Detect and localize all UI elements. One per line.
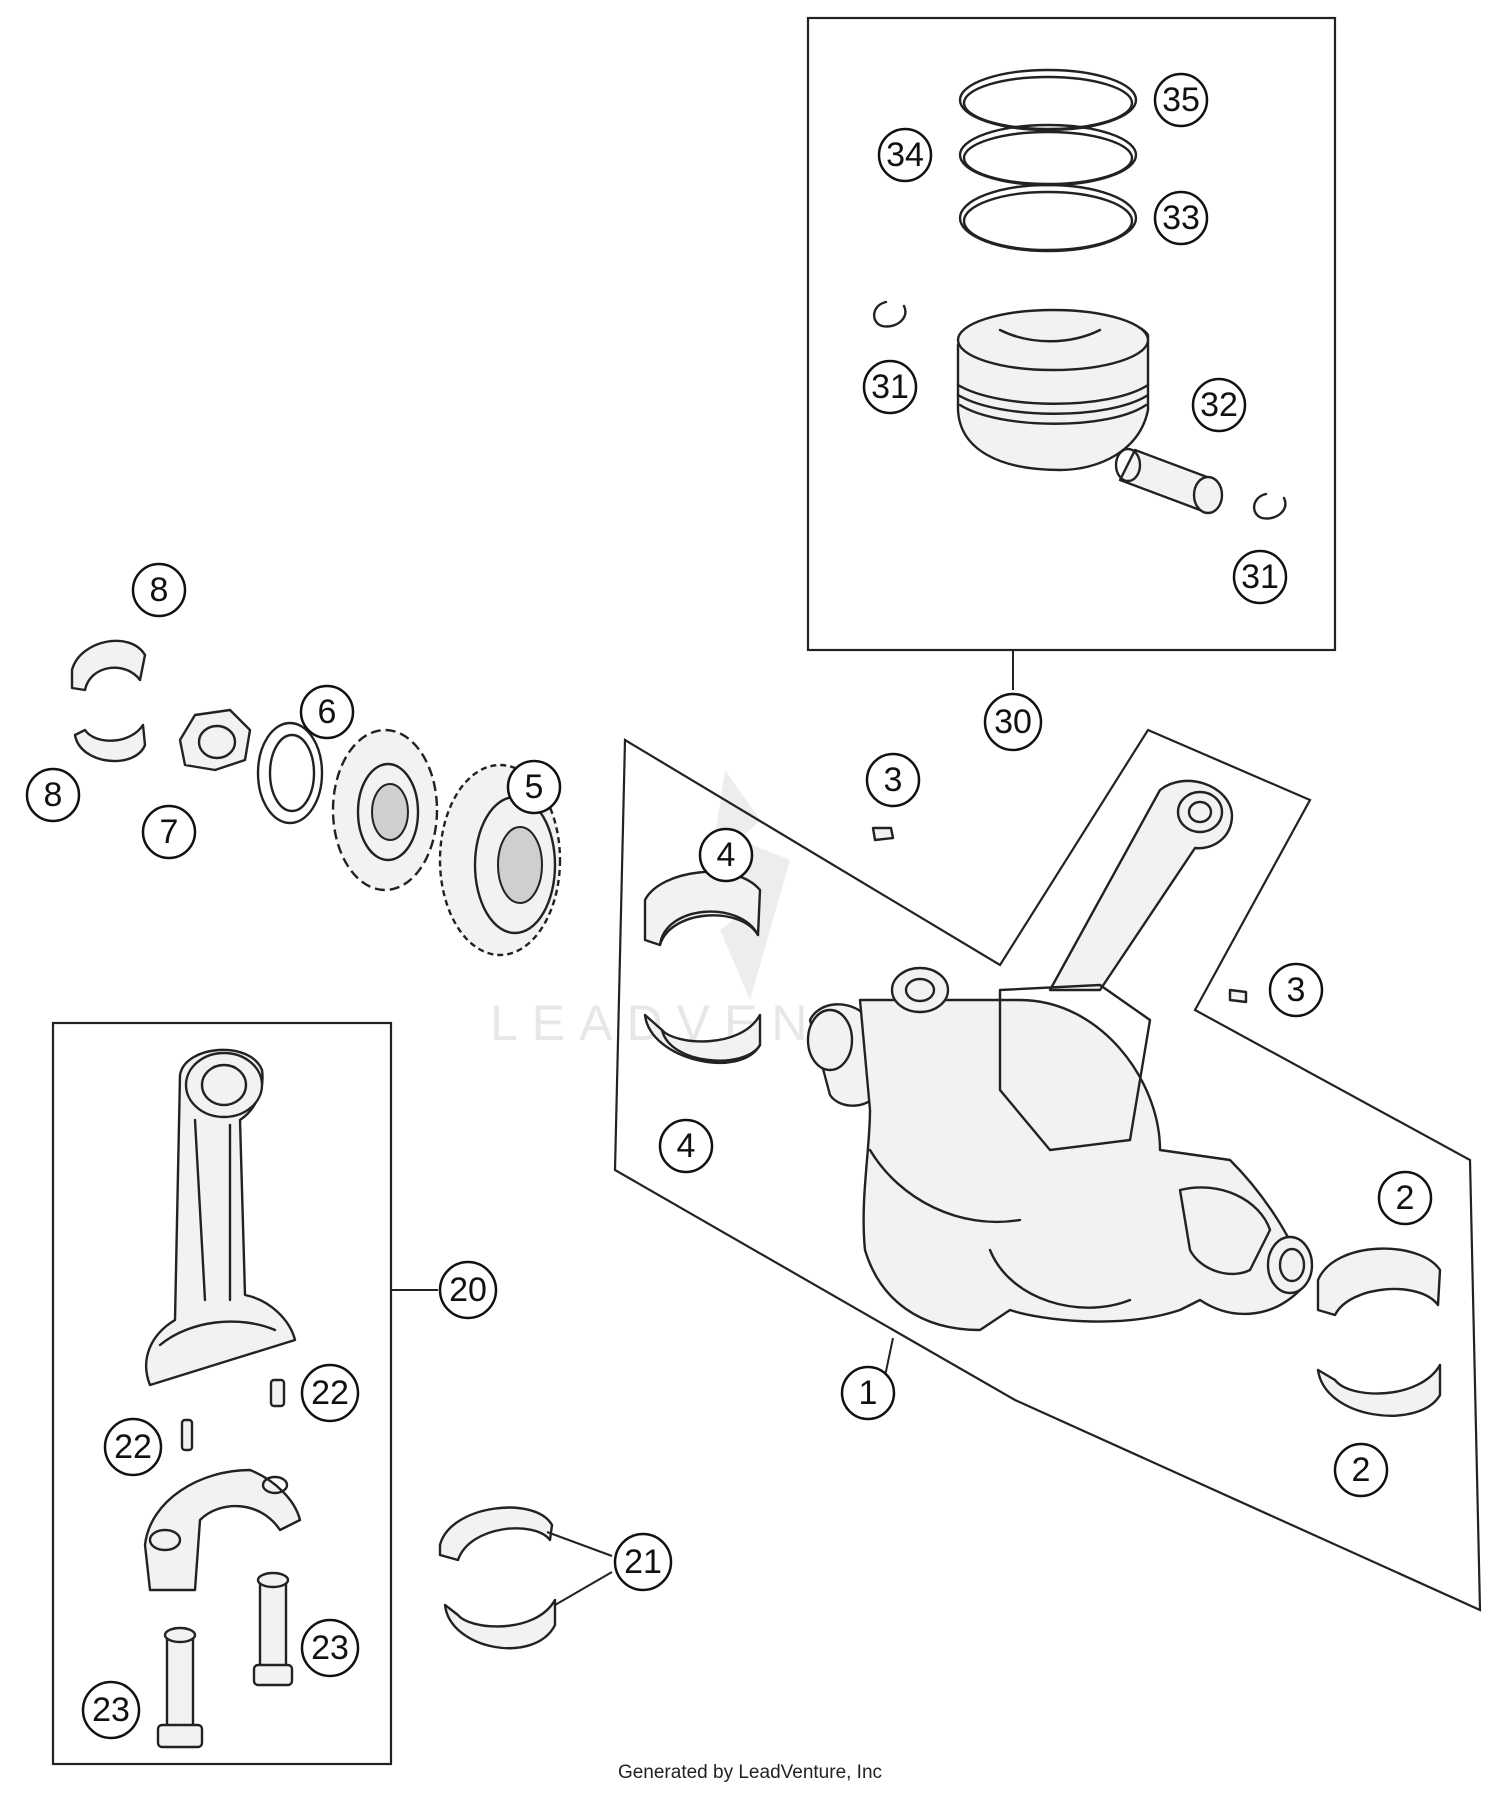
- callout-33: 33: [1153, 190, 1209, 246]
- leader-21-lower: [554, 1571, 613, 1606]
- bearing-shell-21-lower: [443, 1598, 557, 1650]
- svg-text:31: 31: [871, 368, 909, 406]
- leader-21-upper: [546, 1531, 613, 1557]
- credit-text: Generated by LeadVenture, Inc: [618, 1762, 882, 1783]
- svg-text:2: 2: [1396, 1179, 1415, 1217]
- circlip-31-top: [873, 300, 907, 328]
- svg-text:6: 6: [318, 693, 337, 731]
- dowel-sleeve-22-right: [269, 1378, 286, 1408]
- callout-21: 21: [613, 1532, 673, 1592]
- callout-8-top: 8: [131, 562, 187, 618]
- callout-4-bottom: 4: [658, 1118, 714, 1174]
- crankshaft-assembly: [806, 779, 1314, 1332]
- callout-3-top: 3: [865, 752, 921, 808]
- bearing-shell-21-upper: [438, 1506, 554, 1562]
- piston-ring-35: [958, 68, 1138, 132]
- callout-8-left: 8: [25, 767, 81, 823]
- callout-23-left: 23: [81, 1680, 141, 1740]
- svg-text:30: 30: [994, 703, 1032, 741]
- dowel-pin-3-top: [871, 826, 895, 842]
- rod-bolt-23-right: [252, 1571, 294, 1687]
- svg-text:22: 22: [311, 1374, 349, 1412]
- crankshaft-frame: [613, 728, 1482, 1612]
- svg-text:5: 5: [525, 768, 544, 806]
- svg-text:3: 3: [1287, 971, 1306, 1009]
- svg-text:22: 22: [114, 1428, 152, 1466]
- svg-text:20: 20: [449, 1271, 487, 1309]
- callout-7: 7: [141, 804, 197, 860]
- callout-31-bottom: 31: [1232, 549, 1288, 605]
- bearing-shell-2-upper: [1316, 1247, 1442, 1317]
- callout-32: 32: [1191, 377, 1247, 433]
- timing-sprocket: [331, 728, 439, 892]
- svg-text:4: 4: [677, 1127, 696, 1165]
- callout-35: 35: [1153, 72, 1209, 128]
- svg-text:31: 31: [1241, 558, 1279, 596]
- svg-text:2: 2: [1352, 1451, 1371, 1489]
- connecting-rod-cap: [143, 1468, 302, 1592]
- callout-6: 6: [299, 684, 355, 740]
- svg-text:32: 32: [1200, 386, 1238, 424]
- svg-text:34: 34: [886, 136, 924, 174]
- piston-ring-34: [958, 123, 1138, 187]
- callout-20: 20: [438, 1260, 498, 1320]
- callout-22-right: 22: [300, 1363, 360, 1423]
- piston-pin-32: [1114, 447, 1224, 515]
- piston-kit-frame: [806, 16, 1337, 652]
- svg-text:21: 21: [624, 1543, 662, 1581]
- dowel-sleeve-22-left: [180, 1418, 194, 1452]
- callout-2-top: 2: [1377, 1170, 1433, 1226]
- dowel-pin-3-right: [1228, 988, 1248, 1004]
- callout-34: 34: [877, 127, 933, 183]
- piston: [956, 308, 1150, 472]
- bearing-shell-2-lower: [1316, 1363, 1442, 1417]
- callout-4-top: 4: [698, 827, 754, 883]
- callout-22-left: 22: [103, 1417, 163, 1477]
- callout-2-bottom: 2: [1333, 1442, 1389, 1498]
- rod-bolt-23-left: [156, 1626, 204, 1749]
- callout-5: 5: [506, 759, 562, 815]
- piston-ring-33: [958, 183, 1138, 253]
- svg-text:35: 35: [1162, 81, 1200, 119]
- callout-31-top: 31: [862, 359, 918, 415]
- bearing-shell-8-lower: [73, 723, 147, 763]
- bearing-shell-4-lower: [643, 1013, 762, 1065]
- callout-1: 1: [840, 1365, 896, 1421]
- circlip-31-bottom: [1253, 492, 1287, 520]
- callout-23-right: 23: [300, 1618, 360, 1678]
- bearing-shell-8-upper: [70, 639, 147, 692]
- svg-text:3: 3: [884, 761, 903, 799]
- svg-text:8: 8: [44, 776, 63, 814]
- bearing-shell-4-upper: [643, 870, 762, 947]
- svg-text:1: 1: [859, 1374, 878, 1412]
- callout-3-right: 3: [1268, 962, 1324, 1018]
- connecting-rod: [145, 1048, 297, 1387]
- svg-text:23: 23: [92, 1691, 130, 1729]
- nut-7: [178, 708, 252, 772]
- svg-text:7: 7: [160, 813, 179, 851]
- svg-text:4: 4: [717, 836, 736, 874]
- callout-30: 30: [983, 692, 1043, 752]
- connecting-rod-frame: [51, 1021, 393, 1766]
- washer-6: [256, 721, 324, 825]
- svg-text:8: 8: [150, 571, 169, 609]
- svg-text:23: 23: [311, 1629, 349, 1667]
- svg-text:33: 33: [1162, 199, 1200, 237]
